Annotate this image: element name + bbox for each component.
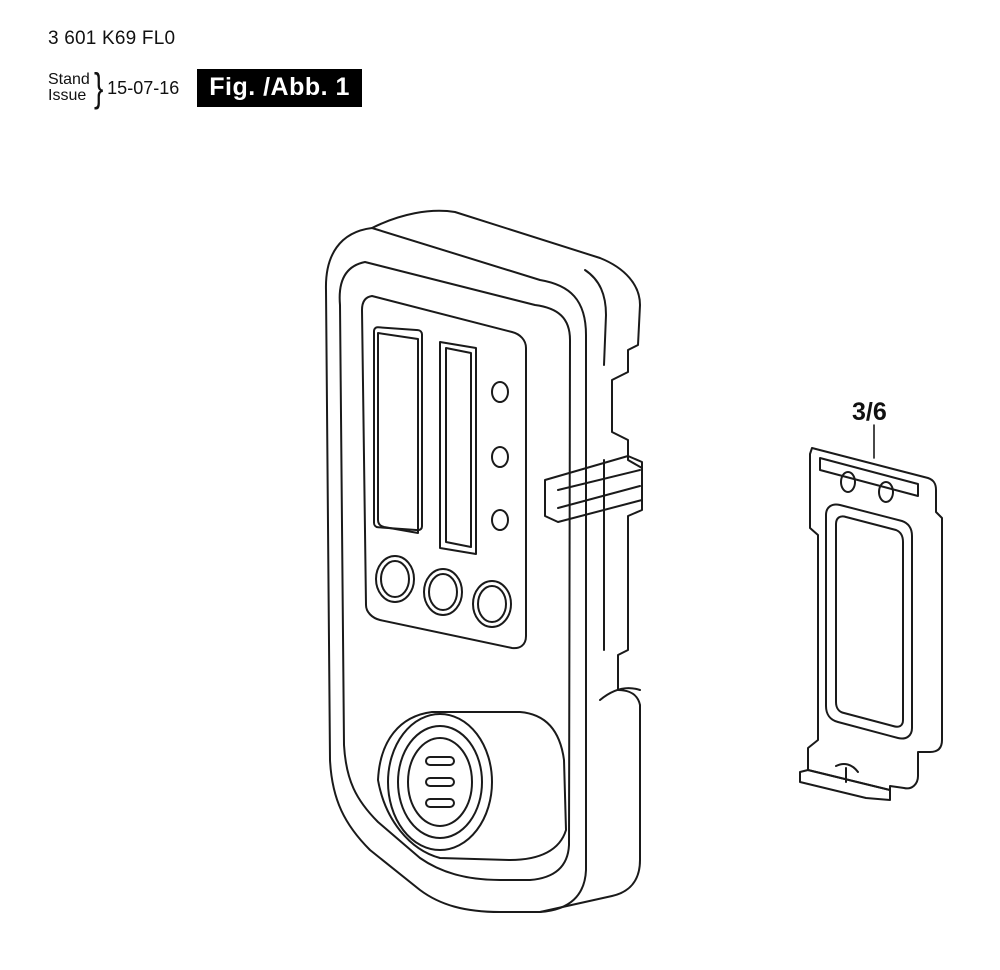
speaker-grille [407, 737, 473, 827]
keypad-button-middle-ring [428, 573, 458, 611]
housing-side-seam [584, 269, 607, 366]
display-panel [361, 295, 527, 650]
callout-label: 3/6 [852, 398, 887, 426]
lcd-window-right-inner [445, 347, 472, 548]
issue-label: Issue [48, 87, 87, 104]
battery-cover-window-outer [825, 503, 913, 740]
stand-label: Stand [48, 71, 90, 88]
indicator-led-middle [491, 446, 509, 468]
keypad-button-left [375, 555, 415, 603]
receiver-housing [324, 209, 643, 913]
part-number: 3 601 K69 FL0 [48, 28, 176, 49]
speaker-inner-ring [397, 725, 483, 839]
speaker-recess [377, 711, 567, 861]
speaker-slot-middle [425, 777, 455, 787]
brace-glyph: } [93, 66, 104, 110]
rail-slot [544, 455, 643, 523]
keypad-button-right [472, 580, 512, 628]
speaker-slot-top [425, 756, 455, 766]
issue-date: 15-07-16 [107, 77, 180, 98]
figure-label: Fig. /Abb. 1 [197, 69, 362, 107]
stand-issue-labels: Stand Issue [48, 72, 90, 104]
keypad-button-middle [423, 568, 463, 616]
battery-cover-hole-right [878, 481, 894, 503]
keypad-button-left-ring [380, 560, 410, 598]
speaker-slot-bottom [425, 798, 455, 808]
housing-front-shell [324, 227, 587, 913]
lcd-window-left-inner [377, 332, 419, 534]
lcd-window-right [439, 341, 477, 555]
battery-cover-hole-left [840, 471, 856, 493]
rail-slot-line [557, 469, 641, 491]
battery-cover-lip [819, 457, 919, 497]
lcd-window-left [373, 326, 423, 532]
battery-cover-latch [799, 769, 891, 801]
stand-issue-block: Stand Issue } 15-07-16 Fig. /Abb. 1 [48, 66, 362, 110]
indicator-led-top [491, 381, 509, 403]
battery-cover [799, 447, 943, 801]
indicator-led-bottom [491, 509, 509, 531]
keypad-button-right-ring [477, 585, 507, 623]
housing-front-rim [338, 261, 571, 881]
battery-cover-window-inner [835, 515, 904, 728]
battery-cover-outline [807, 447, 943, 791]
battery-cover-latch-detail [835, 763, 859, 773]
housing-side-wall [371, 209, 643, 913]
speaker-outer-ring [387, 713, 493, 851]
rail-slot-line-2 [557, 485, 641, 509]
housing-lower-seam [599, 687, 641, 701]
